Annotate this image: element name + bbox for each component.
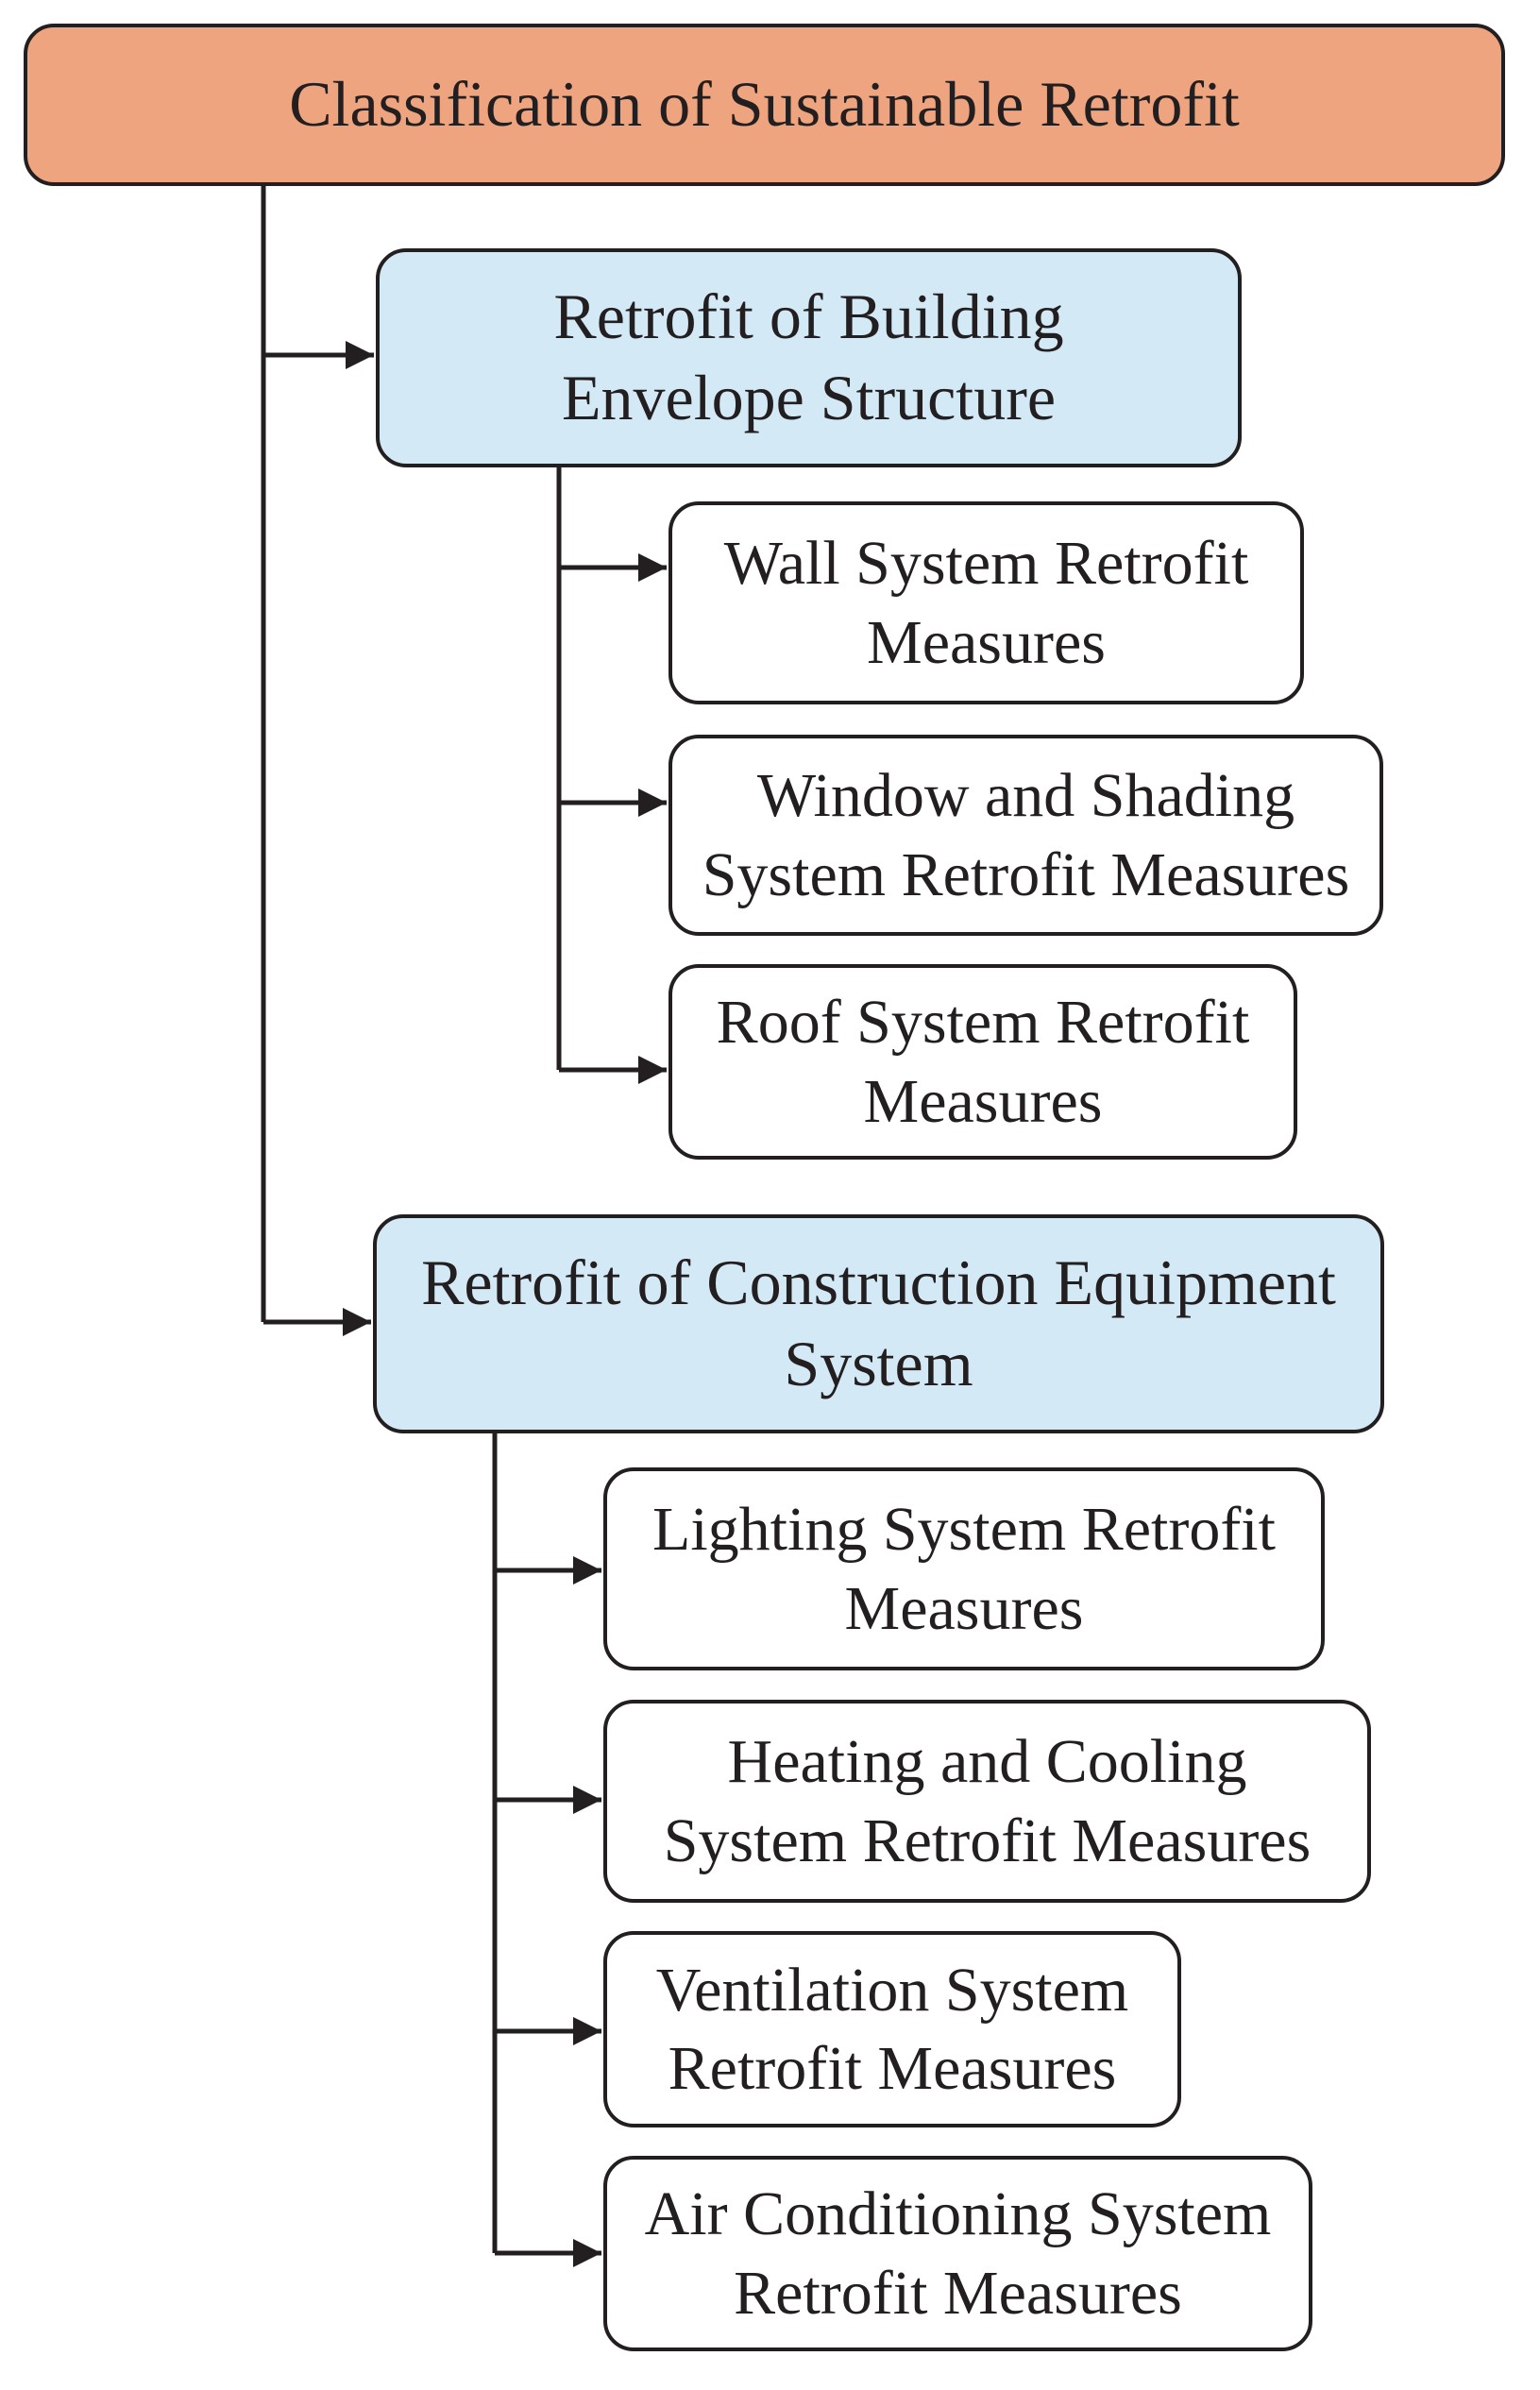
category-construction-equipment: Retrofit of Construction Equipment Syste…: [373, 1214, 1384, 1433]
root-label: Classification of Sustainable Retrofit: [289, 68, 1240, 141]
measure-label-line: Window and Shading: [756, 761, 1295, 831]
measure-label-line: Lighting System Retrofit: [652, 1495, 1276, 1565]
category-building-envelope: Retrofit of Building Envelope Structure: [376, 248, 1242, 467]
measure-label-line: Retrofit Measures: [734, 2258, 1182, 2328]
measure-label-line: Roof System Retrofit: [716, 988, 1250, 1058]
measure-label-line: System Retrofit Measures: [702, 839, 1350, 909]
root-node: Classification of Sustainable Retrofit: [24, 24, 1505, 186]
measure-wall-system: Wall System Retrofit Measures: [668, 501, 1304, 704]
category-label-line: System: [784, 1328, 973, 1399]
measure-lighting-system: Lighting System Retrofit Measures: [603, 1467, 1325, 1670]
measure-label-line: Ventilation System: [655, 1955, 1129, 2025]
measure-label-line: Air Conditioning System: [644, 2179, 1272, 2249]
measure-label-line: Measures: [867, 607, 1106, 677]
measure-window-shading-system: Window and Shading System Retrofit Measu…: [668, 735, 1383, 936]
measure-label-line: Wall System Retrofit: [723, 529, 1249, 599]
measure-air-conditioning-system: Air Conditioning System Retrofit Measure…: [603, 2156, 1312, 2351]
measure-label-line: System Retrofit Measures: [663, 1805, 1312, 1875]
category-label-line: Retrofit of Construction Equipment: [421, 1246, 1336, 1319]
measure-label-line: Measures: [863, 1066, 1103, 1136]
category-label-line: Retrofit of Building: [553, 280, 1064, 353]
category-label-line: Envelope Structure: [561, 362, 1057, 433]
measure-label-line: Measures: [844, 1573, 1084, 1643]
measure-ventilation-system: Ventilation System Retrofit Measures: [603, 1931, 1181, 2127]
measure-label-line: Heating and Cooling: [727, 1727, 1247, 1797]
measure-label-line: Retrofit Measures: [668, 2034, 1117, 2103]
measure-heating-cooling-system: Heating and Cooling System Retrofit Meas…: [603, 1700, 1371, 1903]
measure-roof-system: Roof System Retrofit Measures: [668, 964, 1297, 1160]
